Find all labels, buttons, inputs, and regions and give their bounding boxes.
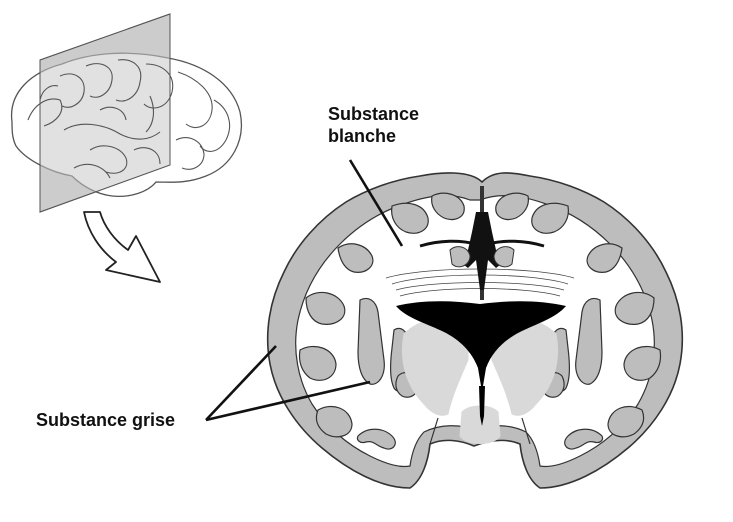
white-matter-label-line1: Substance [328,104,419,124]
left-gyri [298,192,465,438]
lateral-ventricles [396,301,566,392]
coronal-section [266,172,684,489]
right-hippocampus [564,428,604,450]
white-matter-label-line2: blanche [328,126,396,146]
leader-lines [205,159,404,422]
lateral-brain-view [10,13,242,213]
lateral-gyri [27,59,231,179]
cingulate-gray [449,246,515,268]
left-hippocampus [356,428,396,450]
third-ventricle [479,386,485,426]
gray-matter-leader-2 [205,380,371,422]
temporal-notches [429,417,531,445]
hollow-curved-arrow-icon [83,211,161,283]
gray-matter-label: Substance grise [36,410,175,430]
gray-matter-leader-1 [205,345,277,421]
white-matter-leader [348,159,404,247]
hypothalamus [459,405,501,444]
callosal-sulcus-lines [419,239,545,248]
cingulate-sulcus-black [460,212,504,290]
right-gyri [495,192,662,438]
